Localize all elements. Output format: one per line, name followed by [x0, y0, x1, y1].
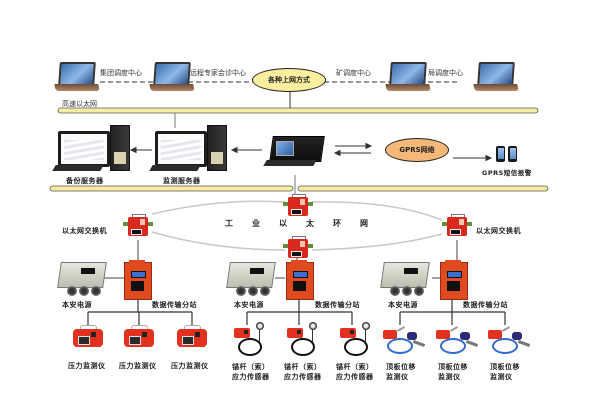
- bus-label: 高速以太网: [62, 100, 97, 108]
- power-supply-icon: [378, 260, 432, 300]
- pressure-monitor-icon: [124, 325, 154, 349]
- phone-icon: [496, 146, 505, 162]
- industrial-pc-icon: [263, 136, 325, 168]
- substation-icon: [440, 260, 468, 300]
- arrow-gprs-to-ipc: [333, 149, 371, 157]
- ring-bus-right: [297, 185, 549, 192]
- sms-alarm-label: GPRS短信报警: [482, 169, 532, 177]
- tree-2: [246, 298, 353, 325]
- tree-3: [399, 298, 506, 325]
- roof-displacement-monitor-icon: [383, 326, 429, 356]
- sensor-label-line2: 监测仪: [386, 373, 409, 381]
- center-label-3: 矿调度中心: [336, 69, 371, 77]
- tree-1: [87, 298, 193, 325]
- roof-displacement-monitor-icon: [436, 326, 482, 356]
- ring-label-char: 以: [279, 219, 288, 228]
- arrow-ipc-to-gprs: [335, 142, 373, 150]
- laptop-icon: [473, 62, 519, 92]
- sensor-label: 压力监测仪: [68, 362, 106, 370]
- ring-label-char: 太: [306, 219, 315, 228]
- sensor-label: 压力监测仪: [171, 362, 209, 370]
- substation-label-1: 数据传输分站: [152, 301, 197, 309]
- power-supply-icon: [224, 260, 278, 300]
- center-label-4: 局调度中心: [428, 69, 463, 77]
- substation-label-3: 数据传输分站: [463, 301, 508, 309]
- power-supply-icon: [55, 260, 109, 300]
- ring-bottom-arc-right: [311, 233, 443, 251]
- sensor-label-line2: 应力传感器: [336, 373, 374, 381]
- sensor-label-line2: 应力传感器: [284, 373, 322, 381]
- arrow-to-backup: [129, 146, 152, 154]
- sensor-label-line1: 顶板位移: [490, 363, 520, 371]
- ethernet-switch-icon: [283, 194, 313, 218]
- substation-icon: [124, 260, 152, 300]
- monitor-server-label: 监测服务器: [163, 177, 201, 185]
- ring-label-char: 网: [360, 219, 369, 228]
- high-speed-ethernet-bus: [57, 107, 539, 114]
- ring-bottom-arc: [151, 231, 286, 251]
- center-label-2: 远程专家会诊中心: [190, 69, 246, 77]
- ethernet-switch-icon: [123, 214, 153, 238]
- sensor-label-line1: 锚杆（索）: [232, 363, 270, 371]
- left-switch-label: 以太网交换机: [62, 227, 107, 235]
- substation-icon: [286, 260, 314, 300]
- ring-label-char: 环: [333, 219, 342, 228]
- arrow-to-monitor: [230, 146, 262, 154]
- sensor-label-line2: 应力传感器: [232, 373, 270, 381]
- ring-top-arc-right: [311, 201, 443, 221]
- sensor-label-line1: 顶板位移: [438, 363, 468, 371]
- roof-displacement-monitor-icon: [488, 326, 534, 356]
- ring-label-char: 工: [225, 219, 234, 228]
- arrow-gprs-to-phones: [453, 154, 493, 162]
- pressure-monitor-icon: [177, 325, 207, 349]
- sensor-label-line2: 监测仪: [490, 373, 513, 381]
- power-label-2: 本安电源: [234, 301, 264, 309]
- sensor-label-line1: 锚杆（索）: [336, 363, 374, 371]
- ring-bus-left: [49, 185, 294, 192]
- internet-cloud: 各种上网方式: [252, 68, 326, 92]
- pressure-monitor-icon: [73, 325, 103, 349]
- phone-icon: [508, 146, 517, 162]
- ring-label-char: 业: [252, 219, 261, 228]
- power-label-3: 本安电源: [388, 301, 418, 309]
- sensor-label-line1: 锚杆（索）: [284, 363, 322, 371]
- sensor-label-line2: 监测仪: [438, 373, 461, 381]
- anchor-stress-sensor-icon: [340, 322, 374, 356]
- gprs-cloud: GPRS网络: [385, 138, 449, 162]
- ring-top-arc: [151, 200, 286, 215]
- laptop-icon: [149, 62, 195, 92]
- backup-server-icon: [52, 125, 130, 175]
- ethernet-switch-icon: [442, 214, 472, 238]
- anchor-stress-sensor-icon: [234, 322, 268, 356]
- monitor-server-icon: [149, 125, 227, 175]
- backup-server-label: 备份服务器: [66, 177, 104, 185]
- substation-label-2: 数据传输分站: [315, 301, 360, 309]
- center-label-1: 集团调度中心: [100, 69, 142, 77]
- ethernet-switch-icon: [283, 236, 313, 260]
- laptop-icon: [54, 62, 100, 92]
- right-switch-label: 以太网交换机: [476, 227, 521, 235]
- laptop-icon: [385, 62, 431, 92]
- sensor-label: 压力监测仪: [119, 362, 157, 370]
- power-label-1: 本安电源: [62, 301, 92, 309]
- sensor-label-line1: 顶板位移: [386, 363, 416, 371]
- anchor-stress-sensor-icon: [287, 322, 321, 356]
